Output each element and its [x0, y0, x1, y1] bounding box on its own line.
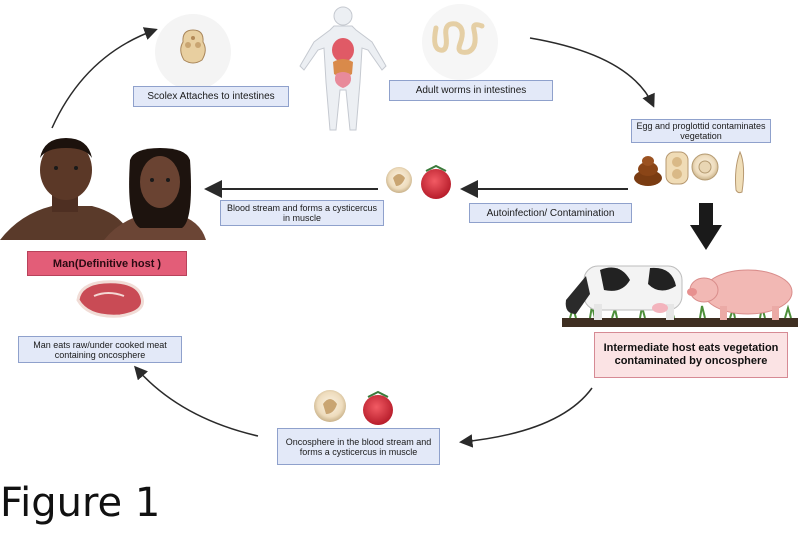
- man-eats-label: Man eats raw/under cooked meat containin…: [18, 336, 182, 363]
- oncosphere-blood-label: Oncosphere in the blood stream and forms…: [277, 428, 440, 465]
- egg-icon-1: [691, 153, 719, 181]
- muscle-icon-top: [421, 164, 451, 199]
- cycle-arrow-top-left: [51, 27, 158, 129]
- woman-illustration: [104, 148, 206, 240]
- blood-stream-label: Blood stream and forms a cysticercus in …: [220, 200, 384, 226]
- cycle-arrow-top-right: [529, 37, 655, 108]
- egg-icon-2: [735, 150, 745, 194]
- intermediate-host-label: Intermediate host eats vegetation contam…: [594, 332, 788, 378]
- cysticercus-icon-top: [386, 167, 412, 193]
- adult-worms-label: Adult worms in intestines: [389, 80, 553, 101]
- man-illustration: [0, 138, 132, 240]
- definitive-host-label: Man(Definitive host ): [27, 251, 187, 276]
- raw-meat-icon: [76, 280, 145, 318]
- cysticercus-icon-bottom: [314, 390, 346, 422]
- cycle-arrow-bottom-left: [134, 365, 259, 437]
- muscle-icon-bottom: [363, 390, 393, 425]
- cycle-arrow-bottom-right: [459, 387, 593, 448]
- proglottid-icon: [665, 151, 689, 185]
- down-arrow: [690, 203, 722, 250]
- feces-icon: [634, 156, 662, 186]
- pig-illustration: [687, 269, 793, 320]
- human-anatomy-icon: [299, 6, 387, 131]
- scolex-label: Scolex Attaches to intestines: [133, 86, 289, 107]
- autoinfection-label: Autoinfection/ Contamination: [469, 203, 632, 223]
- tapeworm-icon: [432, 21, 485, 55]
- scolex-icon: [180, 29, 206, 64]
- figure-caption: Figure 1: [0, 480, 161, 526]
- cow-illustration: [565, 265, 683, 320]
- egg-proglottid-label: Egg and proglottid contaminates vegetati…: [631, 119, 771, 143]
